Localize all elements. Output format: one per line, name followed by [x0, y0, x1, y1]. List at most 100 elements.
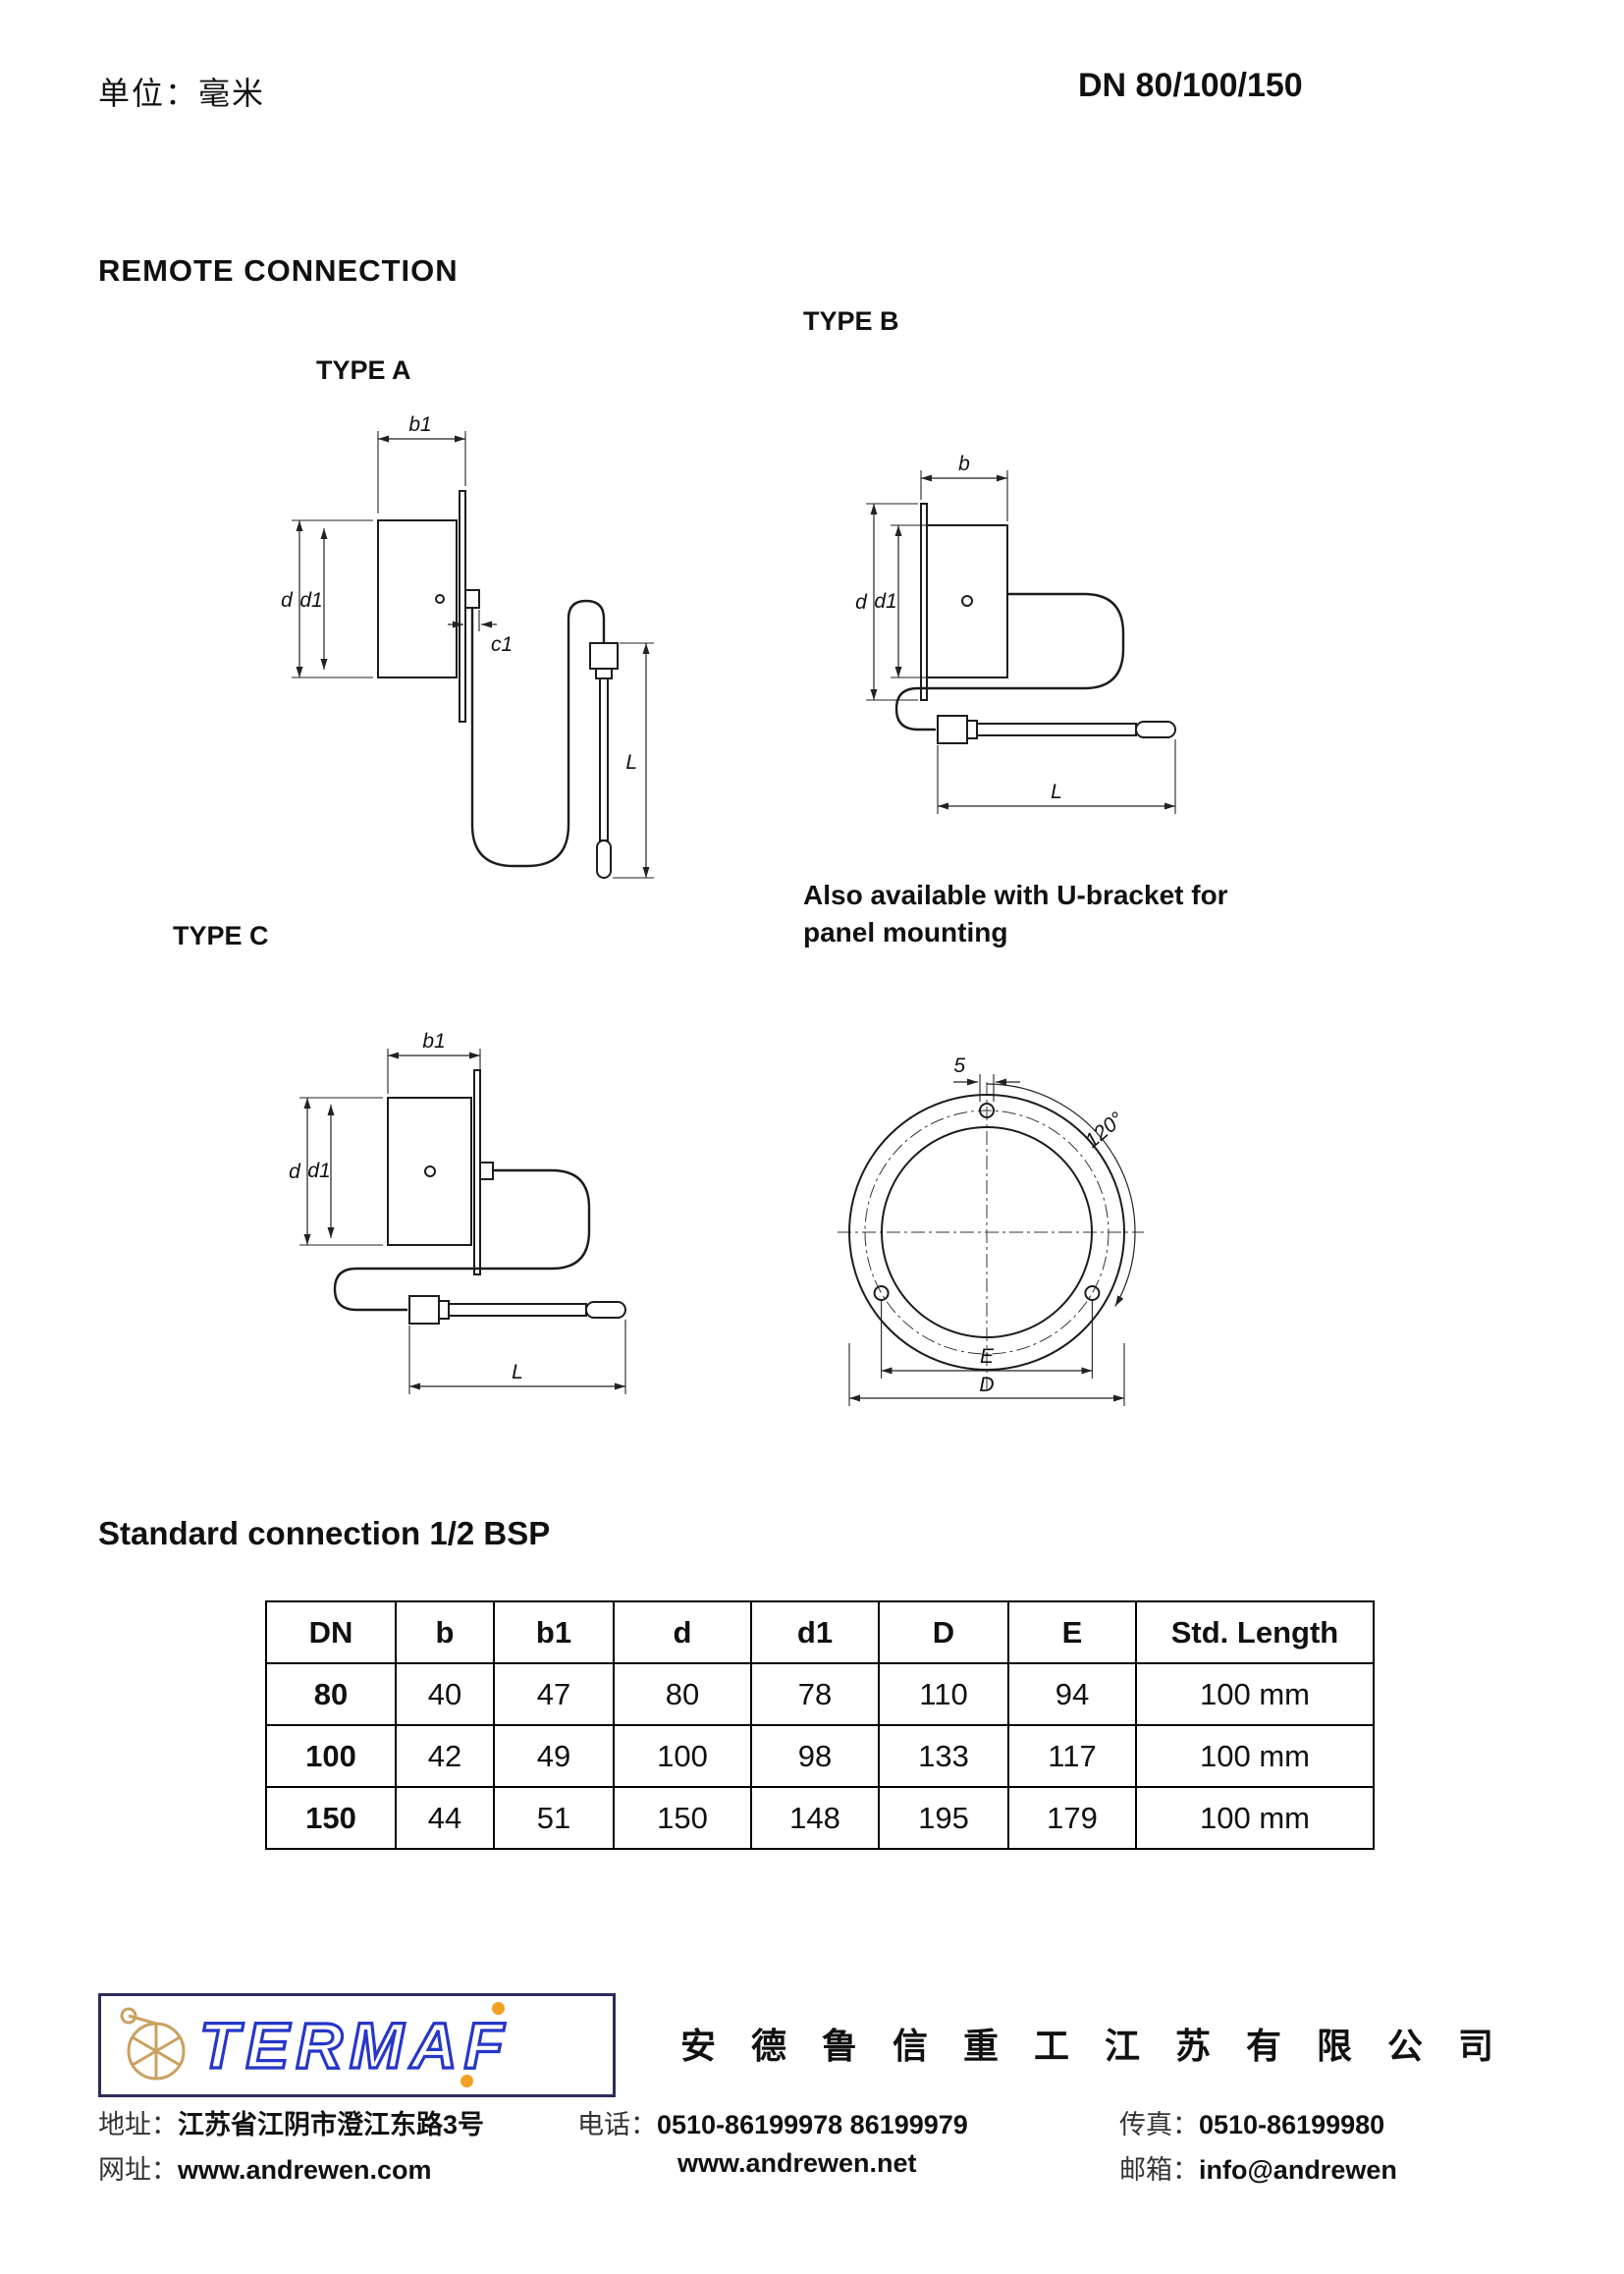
- col-header-d: d: [613, 1600, 752, 1664]
- dimensions-table: DN b b1 d d1 D E Std. Length 80 40 47 80…: [265, 1600, 1375, 1850]
- cell: 150: [613, 1786, 752, 1850]
- web-label: 网址：: [98, 2155, 178, 2185]
- address-label: 地址：: [98, 2110, 178, 2139]
- col-header-b1: b1: [493, 1600, 615, 1664]
- type-c-drawing: b1 d d1 L: [289, 1030, 626, 1394]
- cell: 148: [750, 1786, 880, 1850]
- type-c-dim-b1: b1: [387, 1030, 481, 1094]
- cell: 117: [1007, 1724, 1137, 1788]
- cell: 44: [395, 1786, 495, 1850]
- logo-orange-dot: [460, 2075, 473, 2087]
- type-a-dim-d: d d1: [281, 519, 373, 678]
- cell: 51: [493, 1786, 615, 1850]
- type-a-dim-b1: b1: [377, 413, 466, 514]
- type-a-dim-c1: c1: [448, 610, 513, 656]
- flange-dim-hole: 5: [953, 1055, 1020, 1102]
- cell: 100 mm: [1135, 1662, 1375, 1726]
- logo-orange-dot: [492, 2002, 505, 2015]
- address-value: 江苏省江阴市澄江东路3号: [178, 2110, 485, 2139]
- table-row-dn100: 100 42 49 100 98 133 117 100 mm: [265, 1724, 1375, 1788]
- type-a-probe: [589, 642, 619, 879]
- col-header-D: D: [878, 1600, 1009, 1664]
- cell: 150: [265, 1786, 397, 1850]
- dim-label-d1: d1: [299, 589, 322, 612]
- cell: 100: [613, 1724, 752, 1788]
- dim-label-L: L: [512, 1361, 523, 1383]
- company-name-cn: 安 德 鲁 信 重 工 江 苏 有 限 公 司: [680, 2026, 1507, 2066]
- termaf-logo-text: TERMAF: [197, 2009, 511, 2082]
- termaf-logo: TERMAF: [98, 1993, 616, 2097]
- type-b-dim-d: d d1: [855, 503, 927, 701]
- type-c-label: TYPE C: [173, 921, 269, 950]
- cell: 110: [878, 1662, 1009, 1726]
- fax-value: 0510-86199980: [1199, 2110, 1385, 2139]
- type-b-dim-L: L: [937, 739, 1176, 814]
- section-title-remote-connection: REMOTE CONNECTION: [98, 253, 459, 288]
- cell: 94: [1007, 1662, 1137, 1726]
- table-header-row: DN b b1 d d1 D E Std. Length: [265, 1600, 1375, 1664]
- dim-label-angle: 120°: [1081, 1108, 1128, 1153]
- tel-label: 电话：: [577, 2110, 657, 2139]
- type-a-dim-L: L: [613, 642, 654, 879]
- u-bracket-note-line1: Also available with U-bracket for: [803, 880, 1228, 910]
- dim-label-d: d: [281, 589, 294, 612]
- web2-line: www.andrewen.net: [677, 2148, 917, 2179]
- u-bracket-note-line2: panel mounting: [803, 916, 1008, 948]
- cell: 80: [613, 1662, 752, 1726]
- type-c-gauge-outline: [387, 1069, 494, 1275]
- dim-label-d: d: [855, 591, 868, 614]
- type-b-drawing: b d d1 L: [855, 453, 1176, 814]
- u-bracket-note: Also available with U-bracket for panel …: [803, 877, 1228, 951]
- email-label: 邮箱：: [1119, 2155, 1199, 2185]
- table-row-dn80: 80 40 47 80 78 110 94 100 mm: [265, 1662, 1375, 1726]
- flange-dim-E: E: [881, 1300, 1093, 1379]
- cell: 100 mm: [1135, 1786, 1375, 1850]
- dim-label-c1: c1: [491, 633, 513, 656]
- cell: 100 mm: [1135, 1724, 1375, 1788]
- type-c-dim-d: d d1: [289, 1097, 383, 1246]
- type-c-probe: [408, 1295, 626, 1325]
- termaf-logo-icon: [120, 2007, 186, 2081]
- address-line: 地址：江苏省江阴市澄江东路3号: [98, 2103, 484, 2141]
- table-row-dn150: 150 44 51 150 148 195 179 100 mm: [265, 1786, 1375, 1850]
- web2-value: www.andrewen.net: [677, 2148, 917, 2178]
- type-a-capillary: [470, 599, 606, 868]
- type-b-dim-b: b: [920, 453, 1008, 521]
- tel-value: 0510-86199978 86199979: [657, 2110, 968, 2139]
- dim-label-E: E: [980, 1345, 995, 1368]
- type-b-capillary: [894, 592, 1125, 731]
- cell: 47: [493, 1662, 615, 1726]
- cell: 100: [265, 1724, 397, 1788]
- type-a-drawing: b1 d d1 c1: [281, 413, 654, 879]
- web1-value: www.andrewen.com: [178, 2155, 432, 2185]
- fax-label: 传真：: [1119, 2110, 1199, 2139]
- col-header-dn: DN: [265, 1600, 397, 1664]
- unit-note: 单位：毫米: [98, 76, 266, 111]
- type-b-label: TYPE B: [803, 306, 899, 336]
- dim-label-b1: b1: [408, 413, 431, 436]
- dim-label-L: L: [1051, 781, 1062, 803]
- cell: 80: [265, 1662, 397, 1726]
- dim-label-d1: d1: [307, 1160, 330, 1182]
- col-header-E: E: [1007, 1600, 1137, 1664]
- tel-line: 电话：0510-86199978 86199979: [577, 2103, 968, 2141]
- type-c-dim-L: L: [408, 1320, 626, 1394]
- email-line: 邮箱：info@andrewen: [1119, 2148, 1397, 2187]
- cell: 179: [1007, 1786, 1137, 1850]
- type-b-probe: [937, 715, 1176, 744]
- fax-line: 传真：0510-86199980: [1119, 2103, 1384, 2141]
- dim-label-L: L: [625, 751, 637, 774]
- cell: 195: [878, 1786, 1009, 1850]
- col-header-d1: d1: [750, 1600, 880, 1664]
- flange-front-drawing: 5 120° E D: [838, 1055, 1144, 1406]
- dim-label-b: b: [958, 453, 970, 475]
- cell: 133: [878, 1724, 1009, 1788]
- col-header-b: b: [395, 1600, 495, 1664]
- email-value: info@andrewen: [1199, 2155, 1397, 2185]
- dim-label-b1: b1: [422, 1030, 445, 1053]
- cell: 49: [493, 1724, 615, 1788]
- web-line: 网址：www.andrewen.com: [98, 2148, 432, 2187]
- cell: 98: [750, 1724, 880, 1788]
- type-a-label: TYPE A: [316, 355, 411, 385]
